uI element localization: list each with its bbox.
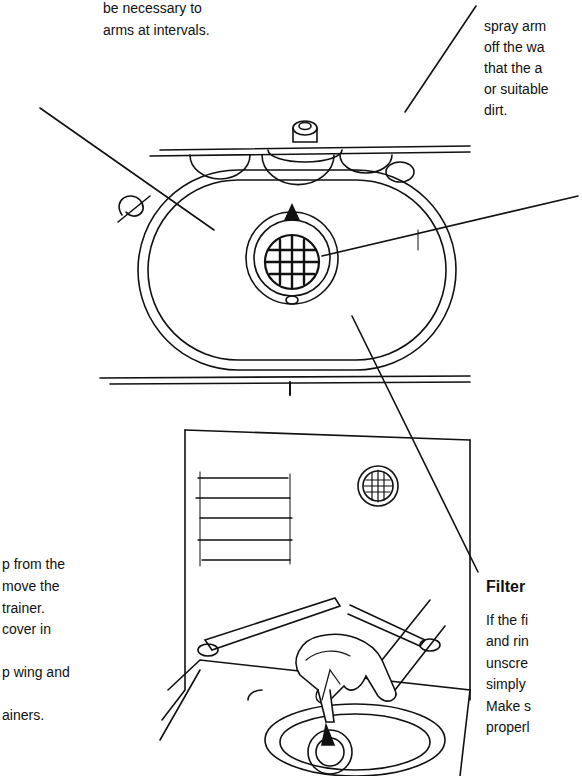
instruction-text: move the xyxy=(2,578,60,595)
instruction-text: that the a xyxy=(484,60,542,77)
instruction-text: p wing and xyxy=(2,664,70,681)
instruction-text: properl xyxy=(486,719,530,736)
instruction-text: arms at intervals. xyxy=(103,22,210,39)
instruction-text: trainer. xyxy=(2,600,45,617)
leader-line xyxy=(40,108,214,230)
instruction-text: If the fi xyxy=(486,612,528,629)
instruction-text: off the wa xyxy=(484,39,544,56)
instruction-text: simply xyxy=(486,676,526,693)
section-heading: Filter xyxy=(486,578,525,595)
instruction-text: spray arm xyxy=(484,18,546,35)
leader-line xyxy=(405,6,476,112)
instruction-text: or suitable xyxy=(484,81,549,98)
instruction-text: p from the xyxy=(2,556,65,573)
instruction-text: Make s xyxy=(486,698,531,715)
instruction-text: dirt. xyxy=(484,102,507,119)
sump-top-view xyxy=(100,121,470,395)
instruction-text: be necessary to xyxy=(103,0,202,17)
instruction-text: and rin xyxy=(486,633,529,650)
instruction-text: ainers. xyxy=(2,707,44,724)
instruction-text: cover in xyxy=(2,621,51,638)
strainer-removal-view xyxy=(160,430,470,776)
instruction-text: unscre xyxy=(486,655,528,672)
leader-line xyxy=(322,196,578,256)
leader-line xyxy=(352,316,478,572)
